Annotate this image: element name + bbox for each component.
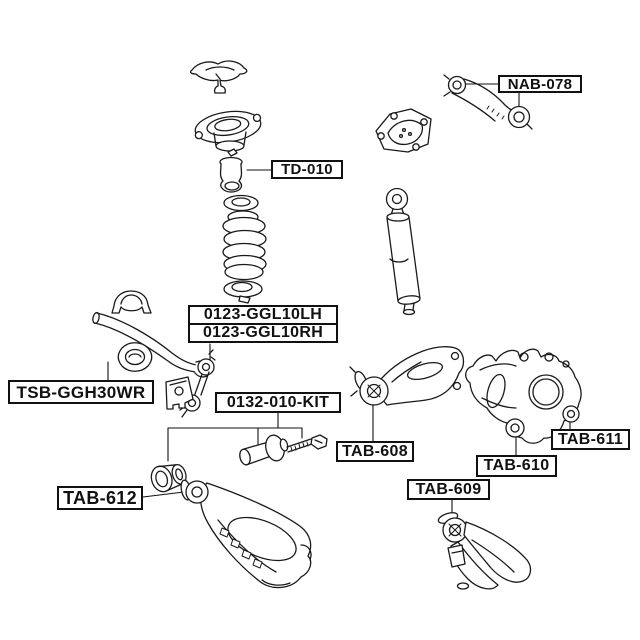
bump-stop-drawing — [219, 148, 243, 193]
part-label-tab-611[interactable]: TAB-611 — [551, 429, 630, 450]
lower-control-arm-drawing — [180, 479, 312, 589]
stabilizer-bar-drawing — [92, 290, 211, 378]
suspension-support-bracket-drawing — [189, 60, 248, 94]
axle-knuckle-drawing — [465, 348, 582, 444]
part-label-0132-010-kit[interactable]: 0132-010-KIT — [215, 392, 341, 413]
part-label-nab-078[interactable]: NAB-078 — [498, 75, 582, 93]
connector-lines — [107, 83, 571, 520]
trailing-arm-drawing — [349, 346, 465, 406]
strut-mount-drawing — [194, 110, 262, 152]
part-label-tab-608[interactable]: TAB-608 — [336, 441, 414, 462]
bolt-drawing — [286, 434, 328, 453]
arm-bushing-drawing — [150, 463, 187, 493]
shock-mount-bracket-drawing — [375, 108, 432, 153]
coil-spring-drawing — [222, 194, 267, 304]
assist-arm-drawing — [437, 512, 532, 590]
part-label-tab-612[interactable]: TAB-612 — [57, 486, 143, 510]
upper-control-arm-drawing — [443, 74, 533, 130]
part-label-tsb-ggh30wr[interactable]: TSB-GGH30WR — [8, 380, 154, 404]
part-label-0123-ggl10lh[interactable]: 0123-GGL10LH — [188, 305, 338, 325]
mounting-bracket-drawing — [165, 376, 194, 410]
adjusting-cam-bolt-drawing — [239, 434, 289, 466]
part-label-0123-ggl10rh[interactable]: 0123-GGL10RH — [188, 323, 338, 343]
part-label-td-010[interactable]: TD-010 — [271, 160, 343, 179]
part-label-tab-610[interactable]: TAB-610 — [476, 455, 557, 477]
part-label-tab-609[interactable]: TAB-609 — [407, 479, 490, 500]
shock-absorber-drawing — [385, 187, 421, 316]
